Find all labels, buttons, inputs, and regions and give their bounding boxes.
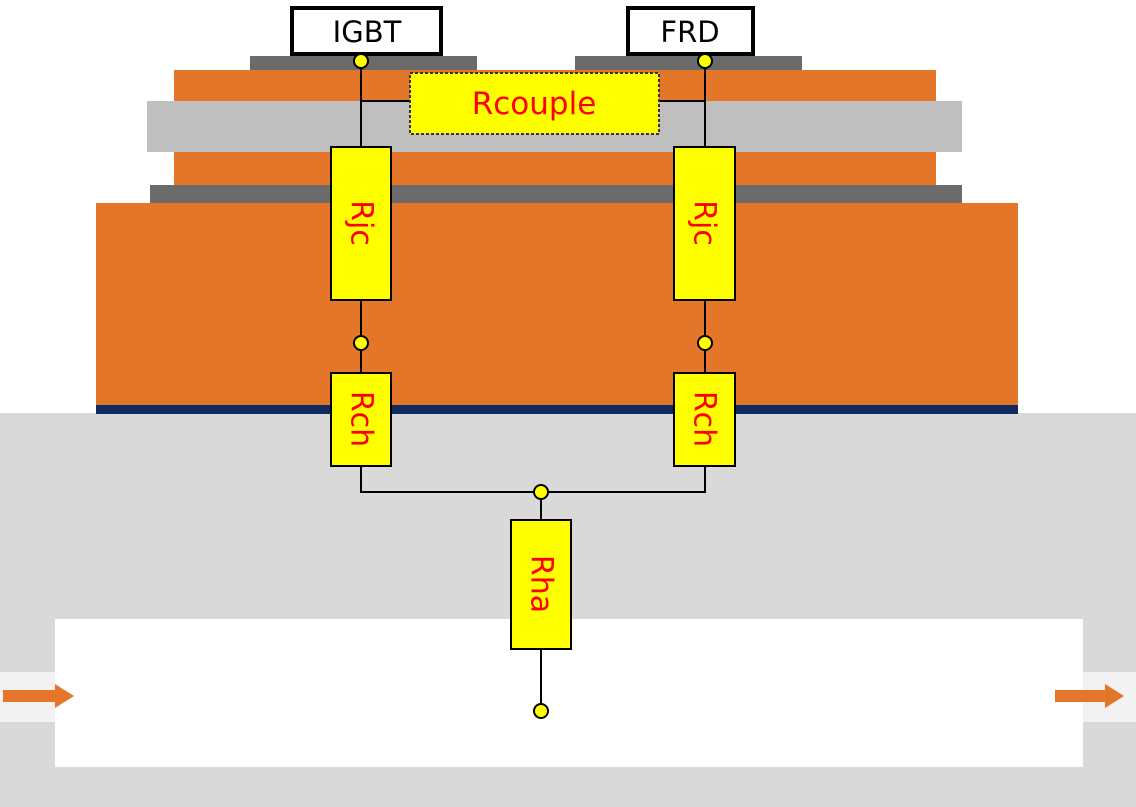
rjc-resistor-left: Rjc xyxy=(330,146,392,301)
frd-die-solder xyxy=(575,56,802,70)
igbt-box: IGBT xyxy=(290,6,443,56)
frd-case-node xyxy=(697,335,713,351)
baseplate-bottom-layer xyxy=(96,405,1018,414)
outlet-flow-arrow xyxy=(1055,684,1124,708)
igbt-label: IGBT xyxy=(333,15,402,49)
substrate-solder-layer xyxy=(150,185,962,203)
igbt-junction-node xyxy=(353,53,369,69)
rcouple-label: Rcouple xyxy=(472,86,597,122)
rch-resistor-left: Rch xyxy=(330,372,392,467)
rjc-label-left: Rjc xyxy=(344,200,379,246)
igbt-case-node xyxy=(353,335,369,351)
rjc-resistor-right: Rjc xyxy=(673,146,736,301)
inlet-flow-arrow xyxy=(3,684,74,708)
frd-junction-node xyxy=(697,53,713,69)
heatsink-node xyxy=(533,484,549,500)
frd-box: FRD xyxy=(626,6,755,56)
ambient-node xyxy=(533,703,549,719)
rha-resistor: Rha xyxy=(510,519,572,650)
rjc-label-right: Rjc xyxy=(687,200,722,246)
rch-label-right: Rch xyxy=(687,391,722,447)
rha-label: Rha xyxy=(524,555,559,613)
rcouple-resistor: Rcouple xyxy=(409,72,660,135)
rch-resistor-right: Rch xyxy=(673,372,736,467)
substrate-lower-copper xyxy=(174,152,936,185)
baseplate xyxy=(96,203,1018,414)
frd-label: FRD xyxy=(660,15,719,49)
rch-label-left: Rch xyxy=(344,391,379,447)
